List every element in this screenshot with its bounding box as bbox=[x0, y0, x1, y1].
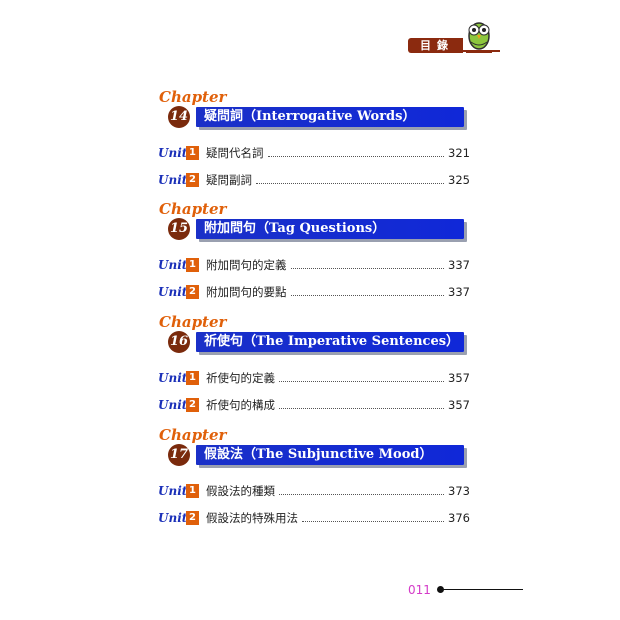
unit-page-number: 357 bbox=[448, 370, 470, 385]
unit-page-number: 337 bbox=[448, 257, 470, 272]
unit-number-badge: 1 bbox=[186, 145, 199, 160]
chapter-number-badge: 15 bbox=[168, 218, 190, 240]
dot-leader bbox=[302, 521, 444, 522]
unit-label: Unit bbox=[158, 145, 188, 160]
dot-leader bbox=[256, 183, 444, 184]
unit-title: 祈使句的構成 bbox=[206, 397, 275, 412]
unit-title: 附加問句的要點 bbox=[206, 284, 287, 299]
chapter-14: Chapter 14 疑問詞（Interrogative Words） Unit… bbox=[158, 90, 470, 198]
unit-label: Unit bbox=[158, 370, 188, 385]
unit-number-badge: 2 bbox=[186, 397, 199, 412]
chapter-17: Chapter 17 假設法（The Subjunctive Mood） Uni… bbox=[158, 428, 470, 536]
chapter-number-badge: 17 bbox=[168, 444, 190, 466]
toc-entry[interactable]: Unit 2 假設法的特殊用法 376 bbox=[158, 509, 470, 526]
unit-label: Unit bbox=[158, 483, 188, 498]
unit-number-badge: 2 bbox=[186, 284, 199, 299]
footer-rule bbox=[443, 589, 523, 590]
chapter-15: Chapter 15 附加問句（Tag Questions） Unit 1 附加… bbox=[158, 202, 470, 310]
unit-title: 假設法的特殊用法 bbox=[206, 510, 298, 525]
unit-title: 附加問句的定義 bbox=[206, 257, 287, 272]
unit-label: Unit bbox=[158, 397, 188, 412]
toc-entry[interactable]: Unit 2 祈使句的構成 357 bbox=[158, 396, 470, 413]
toc-entry[interactable]: Unit 2 疑問副詞 325 bbox=[158, 171, 470, 188]
unit-page-number: 376 bbox=[448, 510, 470, 525]
unit-label: Unit bbox=[158, 257, 188, 272]
unit-label: Unit bbox=[158, 284, 188, 299]
chapter-16: Chapter 16 祈使句（The Imperative Sentences）… bbox=[158, 315, 470, 423]
chapter-number-badge: 14 bbox=[168, 106, 190, 128]
owl-icon bbox=[466, 22, 492, 53]
toc-entry[interactable]: Unit 1 附加問句的定義 337 bbox=[158, 256, 470, 273]
chapter-number-badge: 16 bbox=[168, 331, 190, 353]
unit-page-number: 357 bbox=[448, 397, 470, 412]
chapter-title-bar: 假設法（The Subjunctive Mood） bbox=[196, 445, 464, 465]
unit-page-number: 325 bbox=[448, 172, 470, 187]
unit-number-badge: 1 bbox=[186, 370, 199, 385]
unit-page-number: 337 bbox=[448, 284, 470, 299]
chapter-label: Chapter bbox=[159, 426, 227, 444]
footer-dot bbox=[437, 586, 444, 593]
unit-number-badge: 1 bbox=[186, 257, 199, 272]
unit-title: 疑問代名詞 bbox=[206, 145, 264, 160]
chapter-title: 附加問句（Tag Questions） bbox=[204, 221, 386, 236]
unit-number-badge: 1 bbox=[186, 483, 199, 498]
chapter-title-bar: 疑問詞（Interrogative Words） bbox=[196, 107, 464, 127]
toc-header-tab: 目錄 bbox=[408, 38, 463, 53]
unit-page-number: 373 bbox=[448, 483, 470, 498]
chapter-title: 假設法（The Subjunctive Mood） bbox=[204, 447, 433, 462]
unit-title: 假設法的種類 bbox=[206, 483, 275, 498]
chapter-title: 祈使句（The Imperative Sentences） bbox=[204, 334, 460, 349]
dot-leader bbox=[290, 295, 444, 296]
unit-number-badge: 2 bbox=[186, 172, 199, 187]
chapter-title-bar: 祈使句（The Imperative Sentences） bbox=[196, 332, 464, 352]
dot-leader bbox=[279, 494, 444, 495]
toc-entry[interactable]: Unit 2 附加問句的要點 337 bbox=[158, 283, 470, 300]
toc-entry[interactable]: Unit 1 祈使句的定義 357 bbox=[158, 369, 470, 386]
dot-leader bbox=[290, 268, 444, 269]
dot-leader bbox=[267, 156, 444, 157]
unit-number-badge: 2 bbox=[186, 510, 199, 525]
toc-entry[interactable]: Unit 1 假設法的種類 373 bbox=[158, 482, 470, 499]
dot-leader bbox=[279, 381, 444, 382]
page-number: 011 bbox=[408, 583, 431, 597]
unit-label: Unit bbox=[158, 172, 188, 187]
chapter-label: Chapter bbox=[159, 200, 227, 218]
unit-label: Unit bbox=[158, 510, 188, 525]
chapter-label: Chapter bbox=[159, 88, 227, 106]
unit-title: 疑問副詞 bbox=[206, 172, 252, 187]
unit-page-number: 321 bbox=[448, 145, 470, 160]
chapter-title-bar: 附加問句（Tag Questions） bbox=[196, 219, 464, 239]
chapter-label: Chapter bbox=[159, 313, 227, 331]
chapter-title: 疑問詞（Interrogative Words） bbox=[204, 109, 416, 124]
unit-title: 祈使句的定義 bbox=[206, 370, 275, 385]
toc-entry[interactable]: Unit 1 疑問代名詞 321 bbox=[158, 144, 470, 161]
dot-leader bbox=[279, 408, 444, 409]
